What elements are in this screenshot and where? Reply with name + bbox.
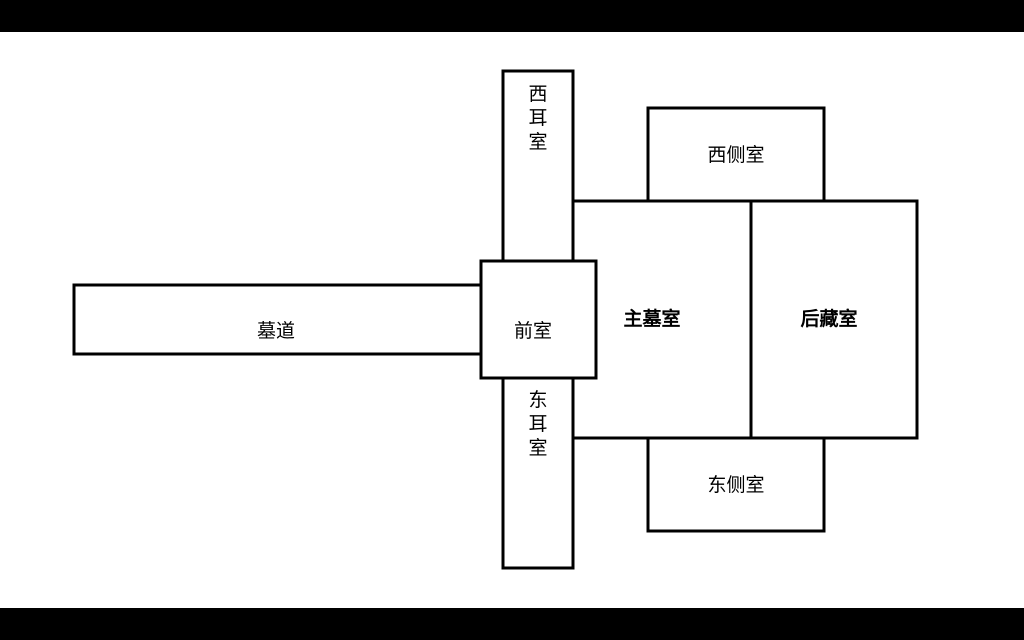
east-side-chamber-label: 东侧室 (707, 474, 764, 496)
letterbox-top (0, 0, 1024, 32)
front-chamber-label: 前室 (514, 320, 552, 342)
vertical-label-char: 耳 (528, 413, 547, 435)
letterbox-bottom (0, 608, 1024, 640)
main-tomb-chamber-label: 主墓室 (623, 307, 680, 330)
rear-storage-chamber-label: 后藏室 (800, 307, 857, 330)
tomb-passage-label: 墓道 (257, 320, 295, 342)
west-side-chamber-label: 西侧室 (707, 144, 764, 166)
vertical-label-char: 室 (528, 131, 547, 153)
west-ear-chamber-label: 西耳室 (528, 83, 547, 153)
vertical-label-char: 东 (528, 389, 547, 411)
east-ear-chamber-box (501, 376, 575, 570)
vertical-label-char: 室 (528, 437, 547, 459)
west-ear-chamber-box (501, 69, 575, 263)
east-side-chamber-box (646, 436, 826, 533)
vertical-label-char: 西 (528, 83, 547, 105)
front-chamber-box (479, 259, 598, 380)
rear-storage-chamber-box (749, 199, 919, 440)
vertical-label-char: 耳 (528, 107, 547, 129)
tomb-passage-box (72, 283, 484, 356)
east-ear-chamber-label: 东耳室 (528, 389, 547, 459)
main-tomb-chamber-box (571, 199, 753, 440)
